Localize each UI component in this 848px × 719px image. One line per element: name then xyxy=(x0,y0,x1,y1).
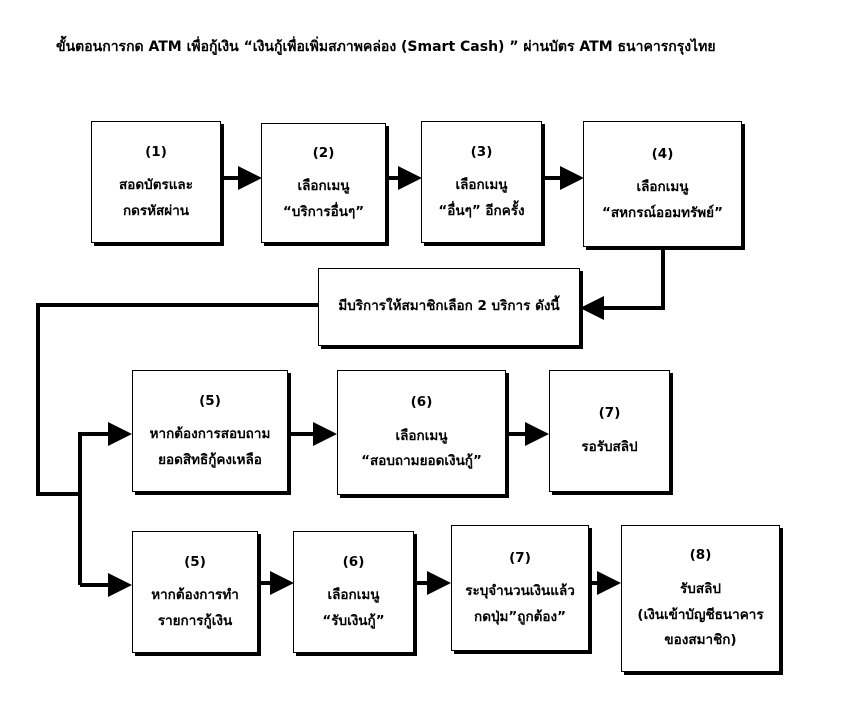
step-number: (1) xyxy=(145,143,167,160)
branch-b-step-8-box: (8) รับสลิป (เงินเข้าบัญชีธนาคาร ของสมาช… xyxy=(621,525,780,672)
arrow-branch-a xyxy=(78,422,132,585)
step-number: (5) xyxy=(184,553,206,570)
step-number: (6) xyxy=(342,553,365,570)
step-text: ของสมาชิก) xyxy=(664,632,737,649)
step-text: เลือกเมนู xyxy=(297,178,350,195)
connector-middle-left xyxy=(36,303,318,496)
diagram-title: ขั้นตอนการกด ATM เพื่อกู้เงิน “เงินกู้เพ… xyxy=(56,39,716,55)
step-text: ระบุจำนวนเงินแล้ว xyxy=(465,583,575,600)
step-text: เลือกเมนู xyxy=(327,587,380,604)
step-number: (7) xyxy=(598,405,621,422)
step-text: เลือกเมนู xyxy=(636,179,689,196)
step-number: (5) xyxy=(199,392,221,409)
branch-a-step-5-box: (5) หากต้องการสอบถาม ยอดสิทธิกู้คงเหลือ xyxy=(132,370,288,492)
step-2-box: (2) เลือกเมนู “บริการอื่นๆ” xyxy=(261,123,386,243)
step-text: รอรับสลิป xyxy=(581,439,638,455)
step-text: “สอบถามยอดเงินกู้” xyxy=(361,453,482,470)
step-4-box: (4) เลือกเมนู “สหกรณ์ออมทรัพย์” xyxy=(583,121,742,247)
step-number: (8) xyxy=(689,547,712,564)
step-text: รับสลิป xyxy=(680,580,721,597)
step-text: “บริการอื่นๆ” xyxy=(282,203,365,220)
services-text: มีบริการให้สมาชิกเลือก 2 บริการ ดังนี้ xyxy=(338,298,560,315)
step-text: เลือกเมนู xyxy=(395,427,448,444)
step-text: “รับเงินกู้” xyxy=(322,612,385,629)
branch-b-step-7-box: (7) ระบุจำนวนเงินแล้ว กดปุ่ม”ถูกต้อง” xyxy=(451,525,589,651)
step-text: กดรหัสผ่าน xyxy=(122,202,190,219)
step-number: (6) xyxy=(410,394,433,411)
step-number: (4) xyxy=(651,145,674,162)
step-text: “สหกรณ์ออมทรัพย์” xyxy=(602,204,723,221)
step-text: “อื่นๆ” อีกครั้ง xyxy=(438,202,525,219)
step-text: ยอดสิทธิกู้คงเหลือ xyxy=(158,451,262,468)
step-text: (เงินเข้าบัญชีธนาคาร xyxy=(637,606,764,623)
step-text: รายการกู้เงิน xyxy=(157,612,233,629)
step-text: หากต้องการทำ xyxy=(151,587,239,604)
step-text: สอดบัตรและ xyxy=(119,177,193,194)
branch-a-step-6-box: (6) เลือกเมนู “สอบถามยอดเงินกู้” xyxy=(337,370,506,495)
step-text: เลือกเมนู xyxy=(455,177,508,194)
step-number: (2) xyxy=(312,144,335,161)
step-3-box: (3) เลือกเมนู “อื่นๆ” อีกครั้ง xyxy=(421,121,542,243)
step-text: กดปุ่ม”ถูกต้อง” xyxy=(474,608,566,625)
step-number: (7) xyxy=(509,549,531,566)
step-text: หากต้องการสอบถาม xyxy=(149,426,271,443)
step-1-box: (1) สอดบัตรและ กดรหัสผ่าน xyxy=(91,121,221,243)
arrow-4-middle xyxy=(580,250,665,320)
step-number: (3) xyxy=(470,143,493,160)
branch-b-step-6-box: (6) เลือกเมนู “รับเงินกู้” xyxy=(293,531,414,653)
services-box: มีบริการให้สมาชิกเลือก 2 บริการ ดังนี้ xyxy=(318,268,580,346)
branch-b-step-5-box: (5) หากต้องการทำ รายการกู้เงิน xyxy=(132,531,258,653)
branch-a-step-7-box: (7) รอรับสลิป xyxy=(549,370,670,492)
